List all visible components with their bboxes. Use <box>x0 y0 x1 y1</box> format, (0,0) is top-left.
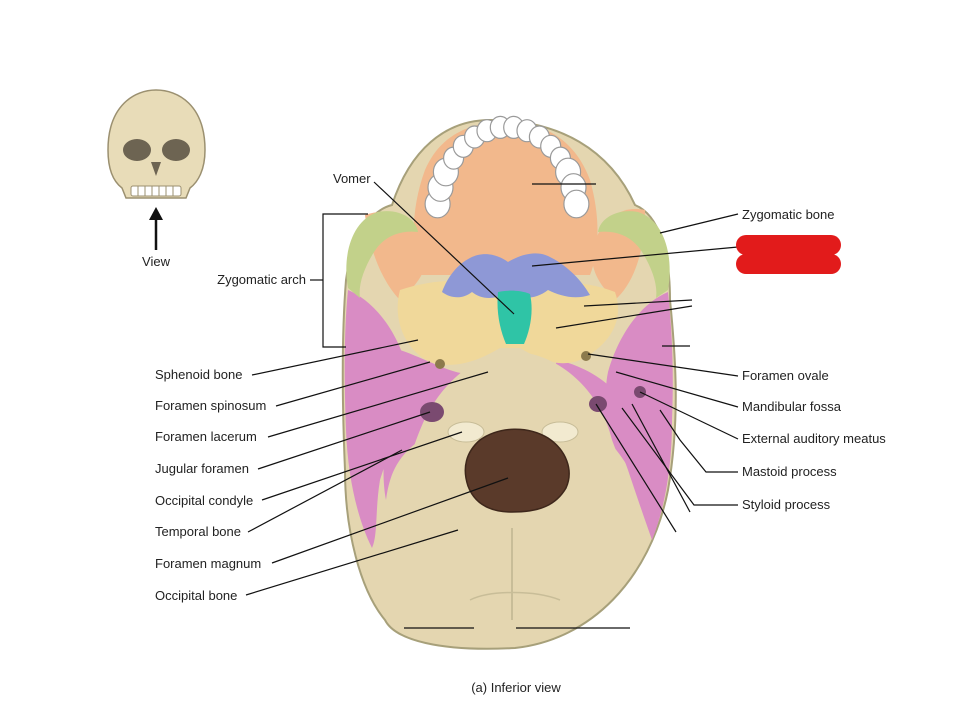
label-zygomatic-arch: Zygomatic arch <box>217 272 306 287</box>
label-occipital-bone: Occipital bone <box>155 588 237 603</box>
redaction-mark <box>736 235 841 274</box>
label-foramen-ovale: Foramen ovale <box>742 368 829 383</box>
teeth <box>424 115 590 219</box>
main-skull <box>341 118 677 650</box>
label-zygomatic-bone: Zygomatic bone <box>742 207 835 222</box>
label-occipital-condyle: Occipital condyle <box>155 493 253 508</box>
label-foramen-lacerum: Foramen lacerum <box>155 429 257 444</box>
temporal-bone-left <box>344 290 411 548</box>
view-label: View <box>142 254 171 269</box>
caption: (a) Inferior view <box>471 680 561 695</box>
vomer-bone <box>497 290 532 344</box>
label-mastoid-process: Mastoid process <box>742 464 837 479</box>
label-temporal-bone: Temporal bone <box>155 524 241 539</box>
view-arrow-icon <box>149 207 163 250</box>
reference-skull-icon <box>107 89 206 199</box>
zygomatic-bone-right <box>598 211 670 298</box>
leader-lines <box>245 181 739 629</box>
label-foramen-spinosum: Foramen spinosum <box>155 398 266 413</box>
label-sphenoid-bone: Sphenoid bone <box>155 367 242 382</box>
zygomatic-bone-left <box>346 211 418 298</box>
label-external-auditory-meatus: External auditory meatus <box>742 431 886 446</box>
temporal-bone-right <box>606 292 673 540</box>
foramen-magnum-shape <box>464 428 570 513</box>
tooth <box>563 189 590 219</box>
label-styloid-process: Styloid process <box>742 497 831 512</box>
label-vomer: Vomer <box>333 171 371 186</box>
label-foramen-magnum: Foramen magnum <box>155 556 261 571</box>
label-mandibular-fossa: Mandibular fossa <box>742 399 842 414</box>
label-jugular-foramen: Jugular foramen <box>155 461 249 476</box>
occipital-condyle-right <box>541 421 579 443</box>
occipital-condyle-left <box>447 421 485 443</box>
